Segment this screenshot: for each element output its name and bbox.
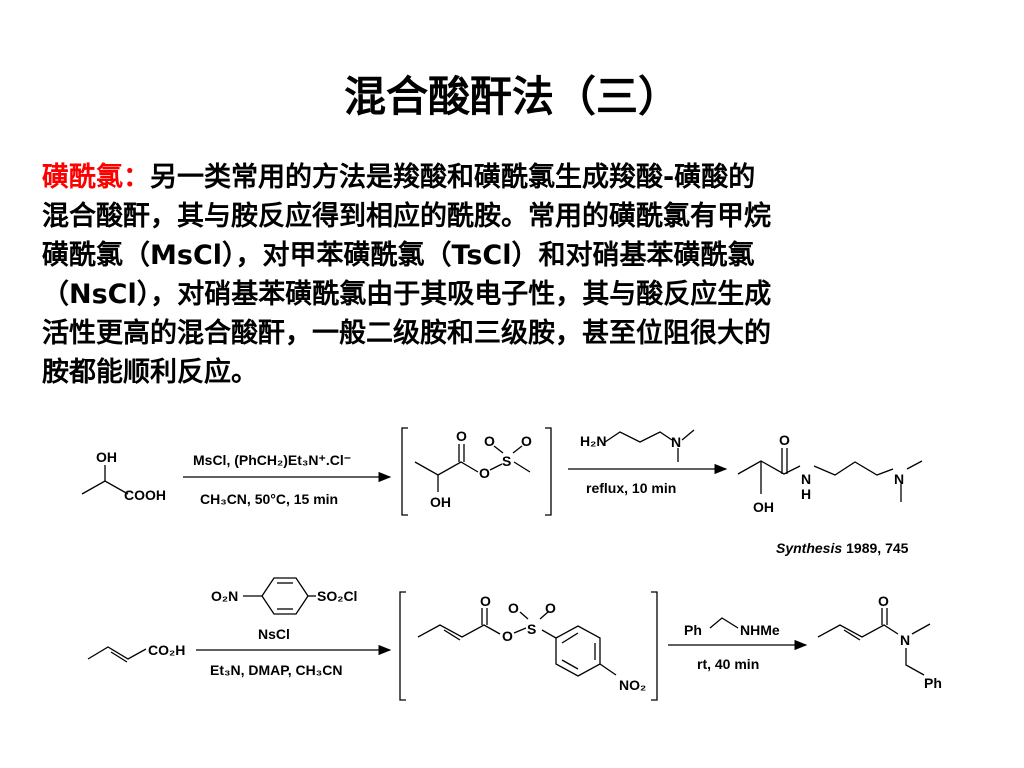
int2-no2-label: NO₂ [619,677,646,693]
scheme2-reagent-name: NsCl [258,626,290,642]
para-text-1: 另一类常用的方法是羧酸和磺酰氯生成羧酸-磺酸的 [150,162,756,193]
para-line-2: 混合酸酐，其与胺反应得到相应的酰胺。常用的磺酰氯有甲烷 [42,201,771,232]
para-line-3: 磺酰氯（MsCl），对甲苯磺酰氯（TsCl）和对硝基苯磺酰氯 [42,240,755,271]
int2-sulfonyl-o1: O [508,600,519,616]
para-line-1: 磺酰氯：另一类常用的方法是羧酸和磺酰氯生成羧酸-磺酸的 [42,158,982,197]
bracket-right-2 [651,591,658,701]
ns-o2n-label: O₂N [211,588,238,604]
int1-sulfonyl-o1: O [484,433,495,449]
prod2-ph: Ph [924,675,942,691]
int2-sulfonyl-o2: O [545,600,556,616]
amine1-nme-a [681,429,695,441]
amine1-n: N [671,434,681,450]
scheme-1 [81,427,923,516]
scheme2-reagent-bottom: Et₃N, DMAP, CH₃CN [210,662,342,678]
reference-detail: 1989, 745 [846,540,908,556]
prod2-o: O [878,593,889,609]
prod1-h: H [801,486,811,502]
para-line-4: （NsCl），对硝基苯磺酰氯由于其吸电子性，其与酸反应生成 [42,279,772,310]
lactic-cooh-label: COOH [124,487,166,503]
bracket-left-2 [399,591,406,701]
reference-journal: Synthesis [776,540,842,556]
int2-ester-o: O [502,628,513,644]
int2-ring-inner-1 [561,632,579,644]
body-paragraph: 磺酰氯：另一类常用的方法是羧酸和磺酰氯生成羧酸-磺酸的 混合酸酐，其与胺反应得到… [42,158,982,392]
crotonic-skeleton [87,646,147,660]
int2-no2-bond [599,663,617,676]
int2-ring-inner-3 [561,659,579,670]
scheme1-reagent-top: MsCl, (PhCH₂)Et₃N⁺.Cl⁻ [193,452,351,468]
int2-so1 [519,611,529,620]
bracket-right-1 [545,427,552,516]
amine2-nhme-label: NHMe [740,622,780,638]
int2-sulfur: S [527,621,536,637]
term-label: 磺酰氯： [42,162,150,193]
prod1-n: N [801,471,811,487]
prod2-n: N [900,632,910,648]
int2-carbonyl-o: O [480,593,491,609]
scheme-2 [87,577,931,701]
para-line-5: 活性更高的混合酸酐，一般二级胺和三级胺，甚至位阻很大的 [42,318,771,349]
int1-oh-label: OH [430,494,451,510]
slide-title: 混合酸酐法（三） [343,72,680,121]
scheme1-reagent-bottom: CH₃CN, 50°C, 15 min [200,491,338,507]
prod1-o: O [779,432,790,448]
prod2-double [843,629,861,641]
prod1-propyl [813,461,894,476]
int1-carbonyl-o: O [456,428,467,444]
int2-chain [417,624,501,638]
prod1-oh: OH [753,499,774,515]
crotonic-co2h-label: CO₂H [148,642,185,658]
int2-so2 [539,611,549,620]
int1-sulfur: S [502,453,511,469]
lactic-oh-label: OH [96,449,117,465]
bracket-left-1 [401,427,408,516]
ns-so2cl-label: SO₂Cl [317,588,357,604]
int1-s-me [513,461,531,473]
scheme2-conditions-2: rt, 40 min [697,656,759,672]
para-line-6: 胺都能顺利反应。 [42,357,258,388]
int1-so2 [512,445,523,454]
prod1-n2: N [894,471,904,487]
int1-o-s [489,463,503,471]
scheme1-conditions-2: reflux, 10 min [586,480,676,496]
int2-double [443,629,461,641]
amine2-chain [709,617,739,629]
lactic-acid-skeleton [81,480,129,495]
int1-sulfonyl-o2: O [521,433,532,449]
prod2-n-me [911,623,931,635]
int1-ester-o: O [479,465,490,481]
int1-chain [414,461,479,476]
int2-s-ring [541,629,557,639]
amine1-chain [604,431,673,443]
prod1-nme-a [906,460,923,470]
amine2-ph-label: Ph [684,622,702,638]
crotonic-double [110,651,128,663]
prod1-chain [737,460,801,475]
prod2-benzyl [905,648,925,676]
amine1-h2n: H₂N [580,433,606,449]
int1-so1 [493,445,504,454]
int2-o-s [513,627,527,634]
prod2-chain [817,624,899,638]
